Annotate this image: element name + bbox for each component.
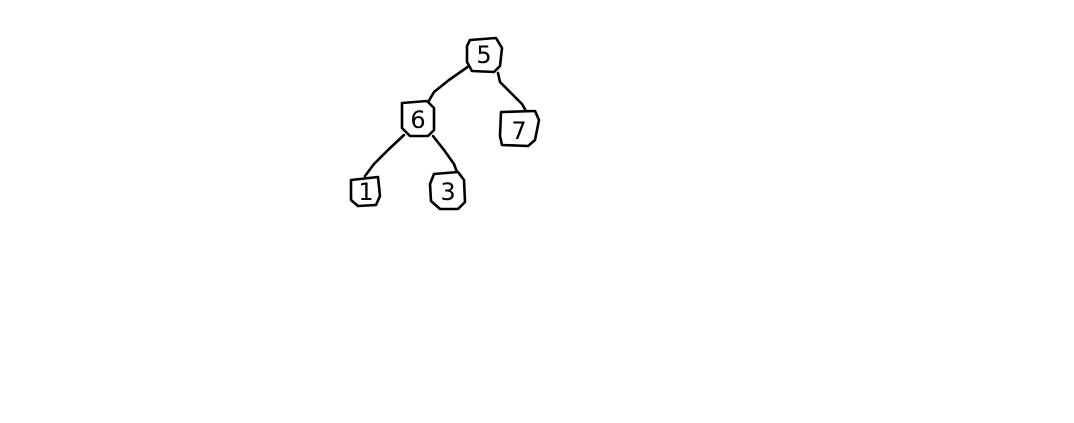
edge-5-6 [425,64,471,106]
node-label-7: 7 [511,117,526,145]
tree-node-3: 3 [428,170,467,211]
edge-5-7 [496,71,528,113]
node-box-6 [400,99,436,138]
node-label-5: 5 [476,41,491,69]
edge-6-1 [363,133,406,178]
tree-node-5: 5 [465,36,504,74]
tree-node-6: 6 [400,99,436,138]
node-box-1 [349,175,382,208]
node-label-1: 1 [358,178,373,206]
node-box-5 [465,36,504,74]
node-label-3: 3 [440,178,455,206]
edge-6-3 [431,134,460,177]
tree-node-1: 1 [349,175,382,208]
node-label-6: 6 [410,106,425,134]
node-box-3 [428,170,467,211]
tree-node-7: 7 [498,109,541,148]
node-box-7 [498,109,541,148]
